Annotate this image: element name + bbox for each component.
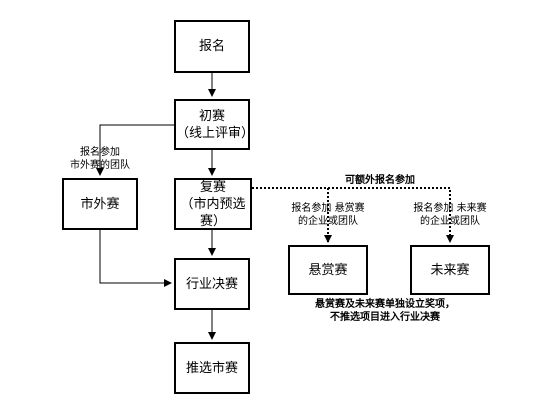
node-signup-label: 报名 — [198, 39, 225, 54]
annotation-bounty-team-line2: 的企业或团队 — [298, 216, 358, 227]
node-semi-title: 复赛 — [199, 179, 226, 195]
annotation-bounty-team-line1: 报名参加 悬赏赛 — [291, 203, 365, 214]
dotted-connector-extra — [252, 187, 454, 243]
annotation-separate-awards-note: 悬赏赛及未来赛单独设立奖项， 不推选项目进入行业决赛 — [300, 298, 470, 324]
arrow-prelim-to-outside — [96, 124, 174, 176]
annotation-outside-team-line1: 报名参加 — [80, 147, 120, 158]
node-future: 未来赛 — [410, 245, 490, 295]
node-prelim: 初赛 （线上评审） — [174, 99, 255, 150]
annotation-note-line1: 悬赏赛及未来赛单独设立奖项， — [315, 299, 455, 310]
annotation-bounty-team: 报名参加 悬赏赛 的企业或团队 — [276, 202, 380, 228]
node-semi: 复赛 （市内预选赛） — [174, 178, 252, 230]
node-semi-subtitle: （市内预选赛） — [180, 196, 246, 229]
annotation-future-team-line1: 报名参加 未来赛 — [413, 203, 487, 214]
node-industry-final-label: 行业决赛 — [185, 276, 238, 292]
annotation-outside-team-line2: 市外赛的团队 — [70, 160, 130, 171]
node-outside-label: 市外赛 — [80, 196, 120, 212]
node-outside: 市外赛 — [62, 178, 138, 230]
node-future-label: 未来赛 — [430, 262, 470, 278]
node-prelim-title: 初赛 — [198, 108, 225, 124]
annotation-future-team-line2: 的企业或团队 — [420, 216, 480, 227]
node-bounty: 悬赏赛 — [288, 245, 368, 295]
node-signup: 报名 — [174, 20, 250, 73]
arrow-outside-to-final — [99, 230, 172, 287]
annotation-outside-team: 报名参加 市外赛的团队 — [52, 146, 148, 172]
annotation-note-line2: 不推选项目进入行业决赛 — [330, 312, 440, 323]
node-recommend-label: 推选市赛 — [185, 360, 238, 376]
node-bounty-label: 悬赏赛 — [308, 262, 348, 278]
annotation-future-team: 报名参加 未来赛 的企业或团队 — [398, 202, 502, 228]
node-recommend: 推选市赛 — [174, 342, 250, 394]
node-industry-final: 行业决赛 — [174, 258, 250, 310]
node-prelim-subtitle: （线上评审） — [176, 125, 255, 141]
annotation-extra-signup: 可额外报名参加 — [345, 175, 415, 186]
